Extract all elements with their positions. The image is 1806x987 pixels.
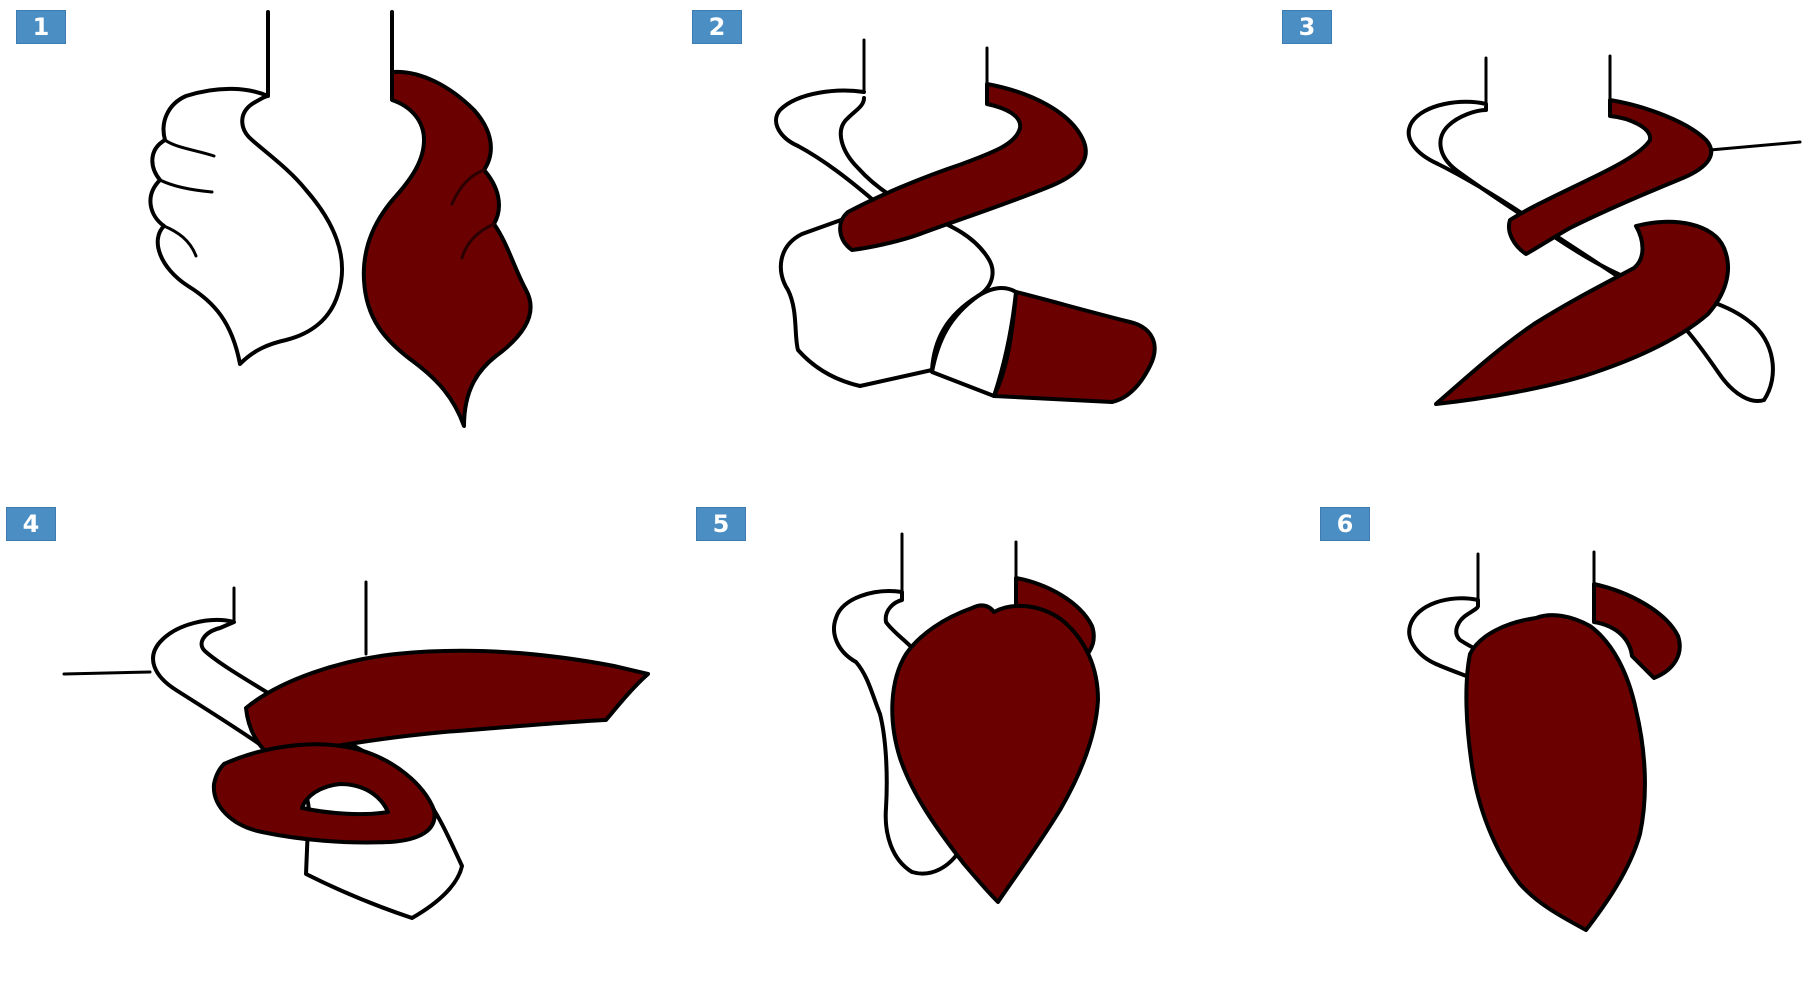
- step-1-wide-end: [364, 12, 531, 426]
- step-2-illustration: [602, 0, 1204, 493]
- step-2-wide-end-wrap: [840, 84, 1086, 250]
- step-1-illustration: [0, 0, 602, 493]
- step-1-panel: 1: [0, 0, 602, 493]
- step-4-wide-end-top: [246, 651, 648, 758]
- step-5-illustration: [602, 494, 1204, 987]
- step-3-panel: 3: [1204, 0, 1806, 493]
- step-5-panel: 5: [602, 494, 1204, 987]
- step-6-panel: 6: [1204, 494, 1806, 987]
- step-3-tail-line: [1710, 142, 1800, 150]
- step-2-panel: 2: [602, 0, 1204, 493]
- step-4-illustration: [0, 494, 602, 987]
- step-3-illustration: [1204, 0, 1806, 493]
- step-6-blade: [1466, 615, 1645, 930]
- step-2-wide-end-tail: [994, 292, 1155, 402]
- step-4-tail-line: [64, 672, 150, 674]
- step-6-illustration: [1204, 494, 1806, 987]
- step-4-panel: 4: [0, 494, 602, 987]
- step-3-wide-end-blade: [1436, 222, 1728, 404]
